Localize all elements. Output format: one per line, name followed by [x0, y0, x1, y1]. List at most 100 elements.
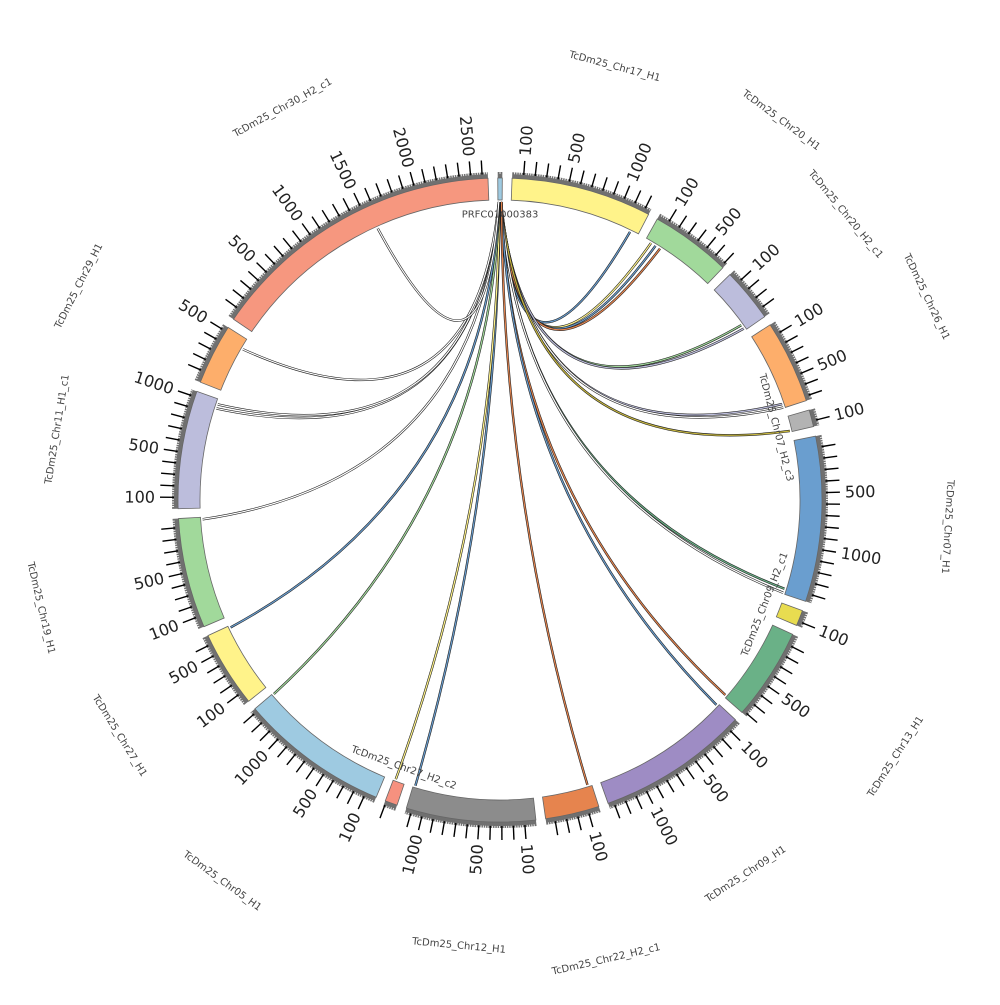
minor-tick — [462, 824, 463, 829]
link-ribbon — [501, 202, 783, 593]
major-tick — [365, 188, 371, 201]
major-tick — [454, 823, 456, 837]
minor-tick — [464, 824, 465, 829]
tick-label: 500 — [845, 482, 876, 502]
segment-name-label: TcDm25_Chr19_H1 — [24, 560, 56, 655]
minor-tick — [533, 171, 534, 176]
tick-label: 500 — [132, 569, 166, 594]
link-outline — [274, 202, 500, 694]
major-tick — [358, 796, 364, 809]
minor-tick — [824, 536, 829, 537]
segment-name-label: TcDm25_Chr11_H1_c1 — [43, 374, 72, 486]
major-tick — [354, 193, 360, 206]
segment-name-label: TcDm25_Chr27_H1 — [89, 692, 148, 779]
major-tick — [614, 181, 619, 194]
major-tick — [380, 805, 385, 818]
tick-label: 1500 — [326, 148, 361, 193]
major-tick — [525, 825, 526, 839]
segment-name-label: TcDm25_Chr17_H1 — [567, 49, 662, 84]
major-tick — [805, 379, 818, 384]
major-tick — [166, 562, 180, 565]
tick-label: 100 — [146, 616, 181, 645]
major-tick — [175, 596, 188, 600]
link-outline — [501, 202, 742, 367]
links-layer — [203, 202, 790, 786]
major-tick — [826, 516, 840, 517]
tick-label: 100 — [737, 737, 772, 772]
minor-tick — [824, 462, 829, 463]
major-tick — [162, 539, 176, 541]
major-tick — [445, 164, 447, 178]
major-tick — [179, 607, 192, 612]
tick-label: 500 — [225, 231, 260, 266]
major-tick — [812, 595, 825, 599]
tick-label: 500 — [289, 785, 322, 821]
link-outline — [501, 202, 725, 695]
segment-TcDm25_Chr07_H1: 500 1000 TcDm25_Chr07_H1 — [785, 435, 956, 603]
segment-band — [234, 178, 489, 331]
tick-label: 100 — [791, 299, 827, 331]
link-ribbon — [501, 202, 725, 695]
segment-band — [788, 410, 813, 432]
tick-label: 100 — [193, 698, 229, 731]
tick-label: 1000 — [398, 833, 426, 877]
major-tick — [376, 183, 381, 196]
tick-label: 2000 — [389, 125, 418, 169]
tick-label: 500 — [166, 657, 202, 688]
major-tick — [160, 485, 174, 486]
major-tick — [469, 161, 470, 175]
link-ribbon — [274, 202, 500, 694]
major-tick — [635, 190, 641, 203]
segment-band — [178, 391, 218, 508]
major-tick — [555, 821, 557, 835]
major-tick — [802, 623, 815, 628]
major-tick — [825, 527, 839, 528]
tick-label: 100 — [124, 487, 155, 506]
major-tick — [796, 357, 809, 363]
tick-label: 100 — [671, 174, 703, 210]
major-tick — [178, 391, 191, 395]
link-TcDm25_Chr13_H1 — [501, 202, 725, 695]
major-tick — [825, 480, 839, 481]
major-tick — [457, 163, 459, 177]
segment-name-label: TcDm25_Chr07_H1 — [939, 479, 956, 575]
tick-label: 500 — [127, 435, 160, 458]
segment-name-label: TcDm25_Chr20_H1 — [739, 88, 822, 153]
major-tick — [387, 179, 392, 192]
tick-label: 1000 — [839, 544, 882, 569]
tick-label: 1000 — [647, 804, 682, 849]
major-tick — [161, 528, 175, 529]
tick-label: 2500 — [456, 115, 479, 157]
tick-label: 500 — [466, 844, 487, 876]
link-ribbon — [501, 202, 784, 589]
tick-label: 500 — [778, 689, 814, 722]
major-tick — [478, 825, 479, 839]
link-ribbon — [502, 202, 717, 705]
minor-tick — [171, 465, 176, 466]
major-tick — [822, 444, 836, 446]
link-TcDm25_Chr07_H1 — [501, 202, 784, 589]
major-tick — [615, 805, 620, 818]
segment-name-label: TcDm25_Chr26_H1 — [900, 251, 951, 342]
major-tick — [535, 162, 537, 176]
minor-tick — [171, 537, 176, 538]
major-tick — [636, 796, 642, 809]
major-tick — [524, 161, 525, 175]
tick-label: 500 — [564, 131, 589, 165]
major-tick — [434, 167, 437, 181]
tick-label: 100 — [516, 125, 537, 157]
major-tick — [823, 456, 837, 458]
segment-name-label: TcDm25_Chr30_H2_c1 — [231, 76, 334, 140]
link-TcDm25_Chr07_H1 — [501, 202, 783, 593]
segment-band — [255, 695, 385, 798]
link-outline — [501, 202, 784, 589]
